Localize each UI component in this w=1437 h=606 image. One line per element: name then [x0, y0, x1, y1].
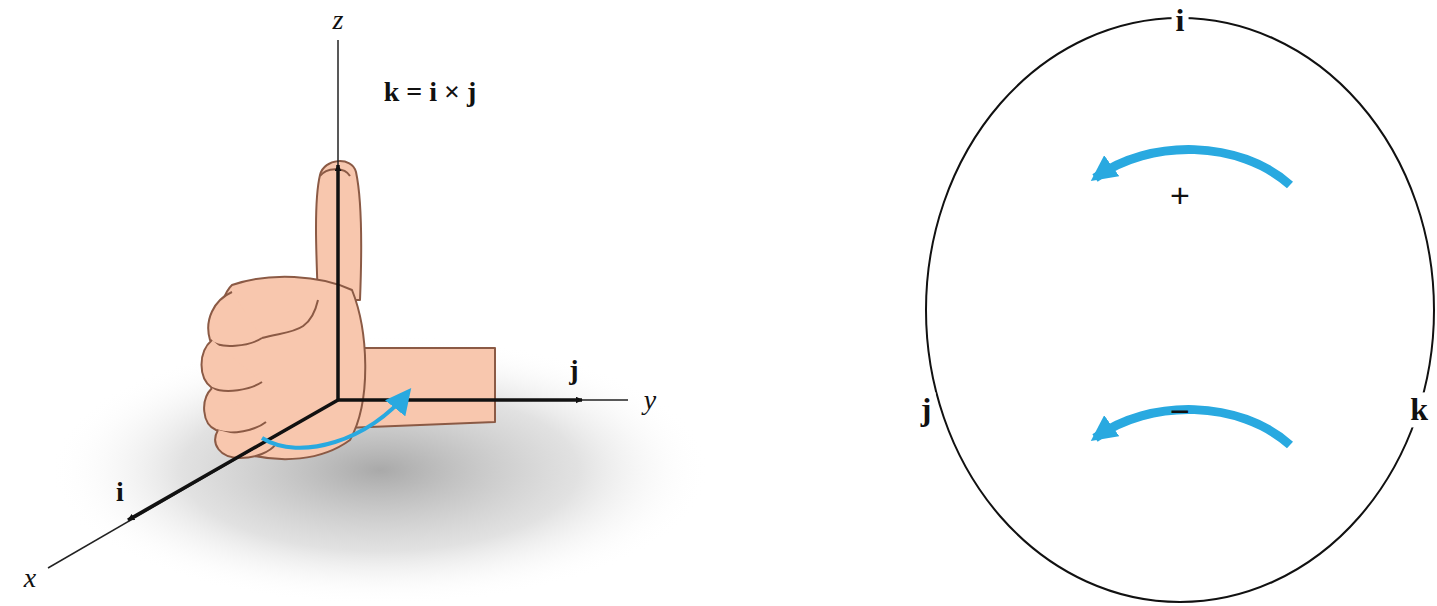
y-axis: [338, 399, 628, 401]
axis-name: y: [644, 385, 656, 416]
k-vector: [336, 165, 340, 400]
axis-name: z: [333, 5, 344, 36]
i-vector: [128, 400, 338, 520]
vector-name: i: [116, 477, 124, 508]
negative-arrow: [1095, 410, 1290, 445]
vector-name: i: [1172, 3, 1189, 38]
finger: [208, 292, 262, 346]
sign-symbol: +: [1170, 177, 1190, 214]
unit-vectors: [128, 165, 582, 520]
axis-name: x: [24, 563, 36, 594]
j-vector: [338, 398, 582, 402]
finger: [202, 340, 263, 391]
x-axis: [48, 400, 338, 568]
positive-arrow: [1095, 150, 1290, 185]
right-hand: [202, 161, 496, 459]
vector-name: j: [917, 392, 936, 427]
vector-name: j: [569, 355, 578, 386]
thumbnail: [320, 169, 350, 176]
vector-equation: k = i × j: [380, 77, 481, 108]
curl-arrow: [262, 392, 408, 448]
axes: [48, 40, 628, 568]
sign-symbol: −: [1170, 393, 1190, 430]
cyclic-circle: [926, 18, 1434, 602]
z-axis: [337, 40, 339, 400]
ground-shadow: [50, 335, 710, 605]
crease: [262, 300, 318, 338]
finger: [204, 388, 266, 432]
vector-name: k: [1406, 392, 1432, 427]
